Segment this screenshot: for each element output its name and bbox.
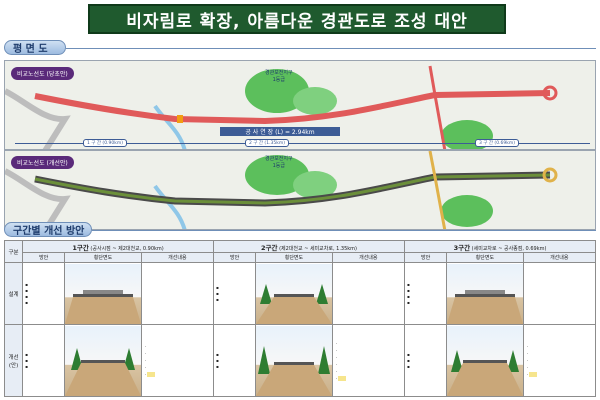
divider (66, 48, 596, 49)
section-3-header: 3구간 (세미교차로 ~ 공사종점, 0.69km) (403, 240, 597, 253)
cross-section-cell (64, 324, 142, 397)
cross-section-drawing (256, 283, 333, 324)
road-original-line (34, 90, 551, 125)
content-cell (140, 262, 215, 325)
content-cell (331, 262, 405, 325)
plan-cell: ▪▪▪ (22, 324, 66, 397)
plan-section-heading: 평 면 도 (4, 40, 66, 55)
plan-cell: ▪▪▪ (403, 324, 448, 397)
content-cell: ····· (140, 324, 215, 397)
section-improvement-table: 구분 1구간 (공사시점 ~ 제2대천교, 0.90km) 2구간 (제2대천교… (3, 240, 597, 397)
page-title-banner: 비자림로 확장, 아름다운 경관도로 조성 대안 (88, 4, 506, 34)
col-cross-section: 횡단면도 (446, 252, 524, 263)
row-label-design: 설계 (3, 262, 24, 325)
segment-axis (15, 143, 590, 144)
page-title: 비자림로 확장, 아름다운 경관도로 조성 대안 (126, 11, 468, 32)
cross-section-cell (255, 324, 333, 397)
col-plan: 방안 (22, 252, 66, 263)
cross-section-cell (446, 262, 524, 325)
col-content: 개선내용 (331, 252, 405, 263)
cross-section-drawing (447, 289, 524, 324)
construction-length: 공 사 연 장 (L) = 2.94km (220, 127, 340, 136)
panel-label: 비교노선도 (개선안) (11, 156, 74, 169)
forest-area (245, 69, 309, 113)
cross-section-drawing (65, 289, 142, 324)
row-label-improvement: 개선 (안) (3, 324, 24, 397)
cross-section-drawing (256, 345, 333, 396)
cross-section-cell (446, 324, 524, 397)
cross-section-drawing (447, 349, 524, 396)
content-cell: ····· (522, 324, 597, 397)
route-map-original: 비교노선도 (당초안) 경관보전지구 1등급 공 사 연 장 (L) = 2.9… (4, 60, 596, 150)
col-plan: 방안 (213, 252, 257, 263)
section-1-header: 1구간 (공사시점 ~ 제2대천교, 0.90km) (22, 240, 215, 253)
plan-section-heading-text: 평 면 도 (13, 44, 48, 55)
forest-area (441, 195, 493, 227)
cross-section-cell (64, 262, 142, 325)
content-cell: ······ (331, 324, 405, 397)
table-row: 개선 (안) ▪▪▪ ····· ▪▪▪ ······ ▪▪▪ ····· (3, 324, 597, 397)
table-subheader-row: 방안 횡단면도 개선내용 방안 횡단면도 개선내용 방안 횡단면도 개선내용 (5, 252, 597, 263)
col-plan: 방안 (403, 252, 448, 263)
plan-cell: ▪▪▪▪ (22, 262, 66, 325)
route-map-improved: 비교노선도 (개선안) 경관보전지구 1등급 (4, 150, 596, 230)
col-content: 개선내용 (140, 252, 215, 263)
route-map-improved-drawing (5, 151, 595, 229)
table-header-row: 구분 1구간 (공사시점 ~ 제2대천교, 0.90km) 2구간 (제2대천교… (3, 240, 597, 263)
divider (92, 230, 596, 231)
park-zone-label: 경관보전지구 1등급 (265, 156, 293, 169)
panel-label: 비교노선도 (당초안) (11, 67, 74, 80)
park-zone-label: 경관보전지구 1등급 (265, 70, 293, 83)
col-cross-section: 횡단면도 (64, 252, 142, 263)
route-map-original-drawing (5, 61, 595, 149)
col-content: 개선내용 (522, 252, 597, 263)
section-2-header: 2구간 (제2대천교 ~ 세미교차로, 1.35km) (213, 240, 405, 253)
segment-1-label: 1 구 간 (0.90km) (83, 139, 127, 147)
plan-cell: ▪▪▪ (213, 262, 257, 325)
segment-3-label: 3 구 간 (0.69km) (475, 139, 519, 147)
col-cross-section: 횡단면도 (255, 252, 333, 263)
col-gubun: 구분 (3, 240, 24, 263)
plan-cell: ▪▪▪ (213, 324, 257, 397)
cross-section-cell (255, 262, 333, 325)
plan-cell: ▪▪▪▪ (403, 262, 448, 325)
improvement-section-heading: 구간별 개선 방안 (4, 222, 92, 237)
improvement-section-heading-text: 구간별 개선 방안 (13, 226, 85, 237)
content-cell (522, 262, 597, 325)
cross-section-drawing (65, 347, 142, 396)
table-row: 설계 ▪▪▪▪ ▪▪▪ ▪▪▪▪ (3, 262, 597, 325)
segment-2-label: 2 구 간 (1.35km) (245, 139, 289, 147)
road-improved-line (34, 173, 551, 205)
